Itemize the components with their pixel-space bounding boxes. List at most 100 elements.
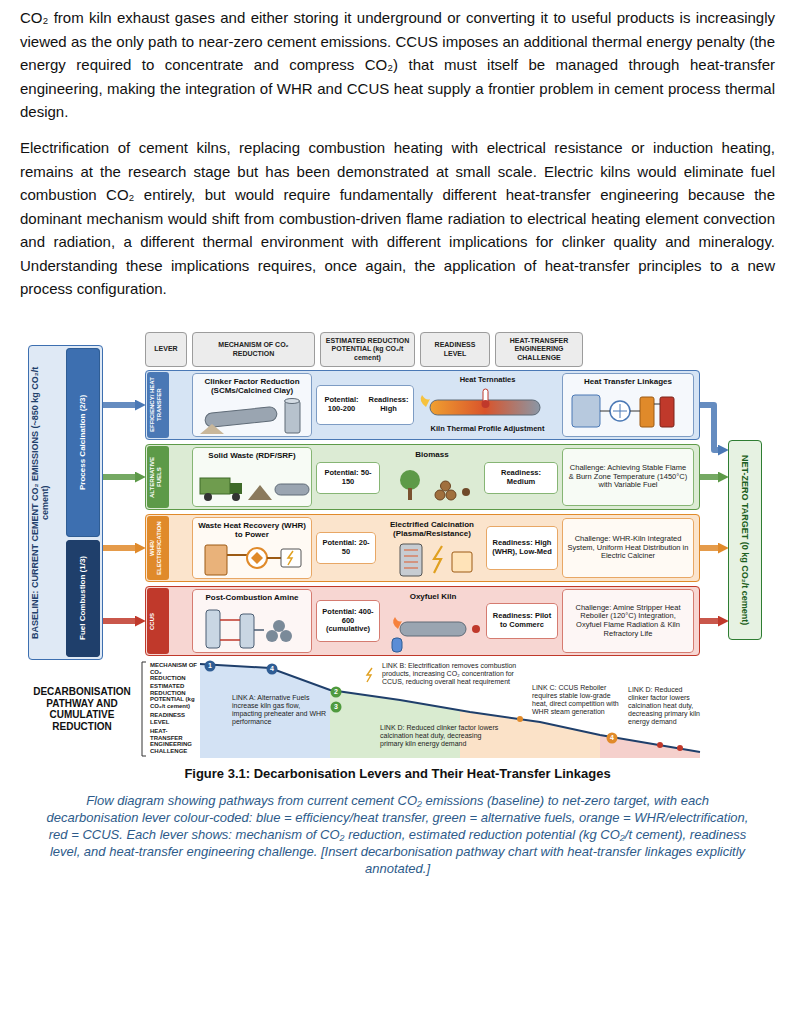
whr-illustration — [205, 545, 301, 575]
lever-band: ALTERNATIVE FUELS Solid Waste (RDF/SRF) Po… — [145, 444, 700, 510]
node-fill — [420, 332, 490, 367]
node-fill — [562, 448, 694, 506]
link-note: LINK A: Alternative Fuels increase kiln … — [232, 694, 327, 726]
node-text: Process Calcination (2/3) — [78, 352, 87, 533]
node-fill — [192, 589, 312, 653]
challenge-box: Challenge: Amine Stripper Heat Reboiler … — [562, 589, 694, 653]
baseline-band: BASELINE: CURRENT CEMENT CO₂ EMISSIONS (… — [28, 345, 103, 660]
readiness-box: Readiness: High (WHR), Low-Med — [486, 526, 558, 570]
illustration-panel: Heat TernnatiesKiln Thermal Profile Adju… — [417, 373, 558, 437]
node-fill — [486, 526, 558, 570]
node-text: Challenge: WHR-Kiln Integrated System, U… — [567, 535, 689, 561]
challenge-box: Challenge: WHR-Kiln Integrated System, U… — [562, 518, 694, 578]
column-header: READINESS LEVEL — [420, 332, 490, 367]
node-text: Readiness: Medium — [489, 469, 553, 486]
waste-truck-illustration — [200, 478, 309, 501]
node-fill — [145, 332, 187, 367]
node-text: Readiness: Pilot to Commerc — [491, 612, 553, 629]
column-header: MECHANISM OF CO₂ REDUCTION — [192, 332, 315, 367]
pathway-line — [200, 664, 700, 752]
kiln-illustration — [200, 399, 300, 435]
node-text: ALTERNATIVE FUELS — [147, 446, 169, 508]
figure-title: Figure 3.1: Decarbonisation Levers and T… — [0, 766, 795, 781]
node-fill — [66, 348, 100, 537]
node-fill — [316, 532, 376, 564]
callout-number: 4 — [607, 733, 617, 743]
node-text: CCUS — [147, 588, 169, 654]
node-fill — [495, 332, 583, 367]
node-text: Electrified Calcination (Plasma/Resistan… — [384, 520, 480, 538]
node-fill — [486, 603, 558, 639]
node-text: Readiness: High (WHR), Low-Med — [491, 539, 553, 556]
node-text: Biomass — [415, 450, 448, 459]
node-fill — [562, 518, 694, 578]
node-fill — [728, 440, 762, 640]
node-fill — [145, 586, 700, 656]
node-fill — [316, 600, 380, 642]
electric-calciner-illustration — [400, 544, 472, 576]
node-fill — [562, 373, 694, 437]
column-header: LEVER — [145, 332, 187, 367]
node-text: Fuel Combustion (1/3) — [78, 544, 87, 653]
node-text: LEVER — [154, 345, 177, 353]
link-note: LINK B: Electrification removes combusti… — [382, 662, 527, 686]
node-fill — [28, 345, 103, 660]
mechanism-box: Clinker Factor Reduction (SCMs/Calcined … — [192, 373, 312, 437]
kiln-thermal-illustration — [421, 389, 540, 415]
node-fill — [192, 373, 312, 437]
potential-box: Potential: 50-150 — [316, 462, 380, 494]
bracket-item: MECHANISM OF CO₂ REDUCTION — [150, 662, 198, 682]
callout-number: 1 — [205, 661, 215, 671]
pathway-dot — [657, 742, 663, 748]
node-fill — [192, 447, 312, 507]
node-text: Challenge: Achieving Stable Flame & Burn… — [567, 464, 689, 490]
node-text: Waste Heat Recovery (WHR) to Power — [197, 521, 307, 539]
bracket — [142, 662, 146, 756]
combustion-band: Fuel Combustion (1/3) — [66, 540, 100, 657]
column-header: HEAT-TRANSFER ENGINEERING CHALLENGE — [495, 332, 583, 367]
pathway-dot — [517, 716, 523, 722]
node-text: BASELINE: CURRENT CEMENT CO₂ EMISSIONS (… — [30, 350, 64, 655]
challenge-box: Challenge: Achieving Stable Flame & Burn… — [562, 448, 694, 506]
node-text: Potential: 400-600 (cumulative) — [321, 608, 375, 634]
node-text: Kiln Thermal Profile Adjustment — [431, 425, 545, 434]
node-text: Solid Waste (RDF/SRF) — [208, 451, 295, 460]
node-text: Heat Ternnaties — [460, 376, 516, 385]
flow-connector — [103, 402, 137, 408]
pathway-chart — [142, 661, 700, 759]
area-blue — [200, 664, 330, 758]
lever-band: WHR/ ELECTRIFICATION Waste Heat Recovery … — [145, 514, 700, 582]
figure-caption: Flow diagram showing pathways from curre… — [40, 792, 755, 877]
node-text: Potential: 100-200 — [318, 396, 365, 413]
node-text: EFFICIENCY/ HEAT TRANSFER — [147, 372, 169, 438]
mechanism-panel: Biomass — [384, 447, 480, 507]
callout-circle — [331, 687, 342, 698]
biomass-illustration — [400, 470, 470, 500]
node-fill — [316, 385, 414, 425]
flow-connector — [700, 545, 720, 551]
body-paragraph: Electrification of cement kilns, replaci… — [20, 136, 775, 301]
node-text: READINESS LEVEL — [425, 341, 485, 357]
node-text: Challenge: Amine Stripper Heat Reboiler … — [567, 604, 689, 639]
body-paragraph: CO₂ from kiln exhaust gases and either s… — [20, 6, 775, 124]
node-text: WHR/ ELECTRIFICATION — [147, 516, 169, 580]
flow-connector — [700, 474, 720, 480]
potential-box: Potential: 100-200Readiness: High — [316, 385, 414, 425]
callout-number: 3 — [331, 702, 341, 712]
lever-band: EFFICIENCY/ HEAT TRANSFER Clinker Factor … — [145, 370, 700, 440]
mechanism-panel: Oxyfuel Kiln — [384, 589, 482, 653]
node-fill — [66, 540, 100, 657]
flow-connector — [103, 474, 137, 480]
flow-connector — [103, 545, 137, 551]
net-zero-target: NET-ZERO TARGET (0 kg CO₂/t cement) — [728, 440, 762, 640]
node-fill — [192, 517, 312, 579]
node-text: ESTIMATED REDUCTION POTENTIAL (kg CO₂/t … — [325, 337, 410, 361]
mechanism-box: Waste Heat Recovery (WHR) to Power — [192, 517, 312, 579]
amine-capture-illustration — [206, 610, 292, 648]
oxyfuel-kiln-illustration — [392, 617, 480, 652]
node-text: Oxyfuel Kiln — [410, 592, 457, 601]
node-fill — [320, 332, 415, 367]
link-note: LINK C: CCUS Reboiler requires stable lo… — [532, 684, 624, 716]
heat-exchanger-illustration — [572, 395, 674, 427]
